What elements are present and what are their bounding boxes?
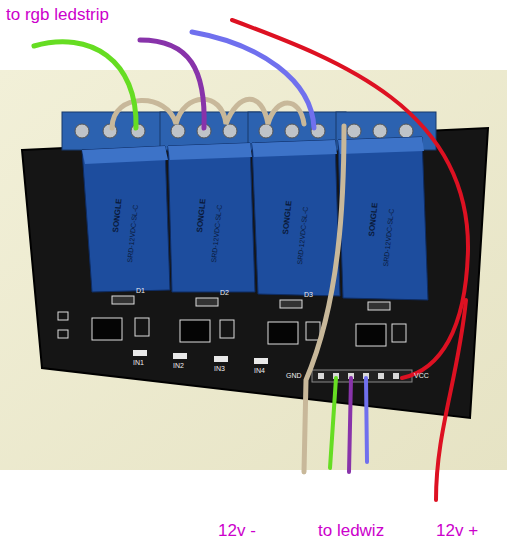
wire-label: to rgb ledstrip (6, 6, 109, 23)
purple-input-wire (349, 378, 351, 472)
supply-label: 12v + (436, 522, 478, 539)
terminal-screw (75, 124, 89, 138)
supply-label: 12v - (218, 522, 256, 539)
diode-ref: D2 (220, 289, 229, 296)
input-header (312, 370, 412, 382)
indicator-leds (133, 350, 268, 364)
purple-wire (140, 40, 204, 128)
terminal-screw (171, 124, 185, 138)
ground-wire (304, 126, 344, 472)
photo-ground (0, 70, 507, 470)
pin-name: VCC (414, 372, 429, 379)
input-name: IN4 (254, 367, 265, 374)
red-wire (232, 20, 468, 378)
diode-ref: D3 (304, 291, 313, 298)
terminal-screw (347, 124, 361, 138)
wires (34, 20, 468, 500)
terminal-screw (223, 124, 237, 138)
green-input-wire (330, 378, 336, 468)
diode-ref: D1 (136, 287, 145, 294)
pcb-board (22, 128, 488, 418)
terminal-screw (373, 124, 387, 138)
terminal-screw (399, 124, 413, 138)
pin-name: GND (286, 372, 302, 379)
common-bridge-wire (112, 99, 304, 128)
terminal-screws (75, 124, 413, 138)
input-name: IN2 (173, 362, 184, 369)
wire-label: to ledwiz (318, 522, 384, 539)
green-wire (34, 42, 136, 128)
terminal-screw (285, 124, 299, 138)
terminal-screw (259, 124, 273, 138)
relays (82, 137, 428, 300)
input-name: IN1 (133, 359, 144, 366)
blue-input-wire (366, 378, 367, 462)
red-wire-supply (436, 300, 466, 500)
input-name: IN3 (214, 365, 225, 372)
components (58, 296, 406, 346)
